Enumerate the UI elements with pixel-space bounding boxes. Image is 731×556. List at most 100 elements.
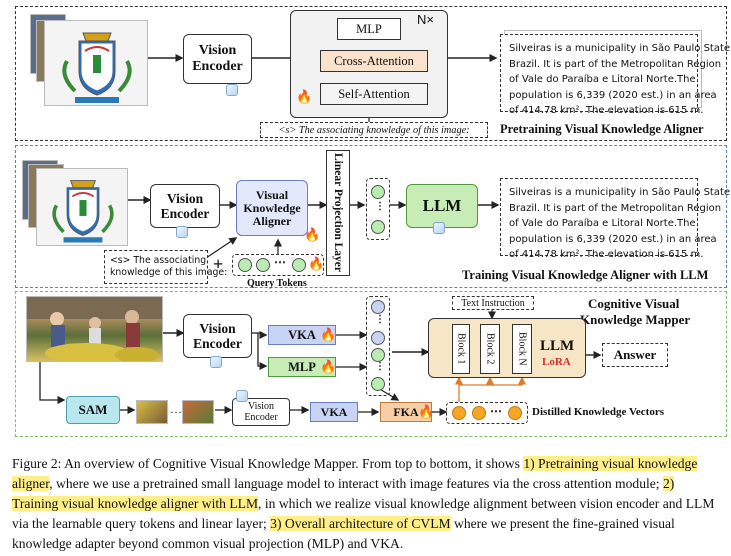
mlp-box-1: MLP <box>337 18 401 40</box>
query-tokens-group <box>232 254 324 276</box>
query-token <box>256 258 270 272</box>
figure-caption: Figure 2: An overview of Cognitive Visua… <box>12 454 722 554</box>
token-circle <box>371 185 385 199</box>
lora-label: LoRA <box>542 356 571 368</box>
knowledge-line: Silveiras is a municipality in São Paulo… <box>509 187 731 198</box>
vision-encoder-2: Vision Encoder <box>150 184 220 228</box>
block-n: Block N <box>512 324 532 374</box>
caption-text: where we present the fine-grained visual… <box>12 516 675 551</box>
panel1-title: Pretraining Visual Knowledge Aligner <box>500 122 704 136</box>
visual-token <box>371 377 385 391</box>
token-column-3 <box>366 296 390 396</box>
knowledge-line: population is 6,339 (2020 est.) in an ar… <box>509 233 717 245</box>
llm-label-3: LLM <box>540 338 575 354</box>
self-attention-box: Self-Attention <box>320 83 428 105</box>
distilled-token <box>508 406 522 420</box>
caption-text: , where we use a pretrained small langua… <box>49 476 663 491</box>
knowledge-text-box-2: Silveiras is a municipality in São Paulo… <box>500 178 731 260</box>
visual-token <box>371 348 385 362</box>
arrow-prompt-to-aligner <box>205 237 238 259</box>
answer-box: Answer <box>602 343 668 367</box>
knowledge-line: Silveiras is a municipality in São Paulo… <box>509 43 731 54</box>
query-tokens-label: Query Tokens <box>247 278 307 289</box>
frozen-icon-4 <box>210 356 222 368</box>
knowledge-line: of Vale do Paraíba e Litoral Norte.The <box>509 74 696 86</box>
linear-projection-label: Linear Projection Layer <box>332 153 344 273</box>
knowledge-line: Brazil. It is part of the Metropolitan R… <box>509 58 722 70</box>
block-n-label: Block N <box>516 332 528 366</box>
text-instruction-box: Text Instruction <box>452 296 534 310</box>
coat-of-arms-image-1 <box>44 20 148 106</box>
knowledge-line: Brazil. It is part of the Metropolitan R… <box>509 202 722 214</box>
coat-of-arms-image-2 <box>36 168 128 246</box>
block-1-label: Block 1 <box>455 333 467 365</box>
frozen-icon-1 <box>226 84 238 96</box>
flame-icon-5: 🔥 <box>320 359 337 374</box>
frozen-icon-2 <box>176 226 188 238</box>
arrow-encoder-to-vka <box>252 331 268 339</box>
knowledge-line: of Vale do Paraíba e Litoral Norte.The <box>509 218 696 230</box>
mlp-box-3: MLP <box>268 357 336 377</box>
query-token <box>238 258 252 272</box>
vka-box-2: VKA <box>310 402 358 422</box>
market-photo <box>26 296 163 362</box>
frozen-icon-3 <box>433 222 445 234</box>
distilled-ellipsis: ⋯ <box>490 404 502 418</box>
fka-box: FKA <box>380 402 432 422</box>
visual-token <box>371 331 385 345</box>
knowledge-line: of 414.78 km². The elevation is 615 m. <box>509 105 704 117</box>
query-token <box>292 258 306 272</box>
flame-icon-4: 🔥 <box>320 327 337 342</box>
knowledge-line: population is 6,339 (2020 est.) in an ar… <box>509 89 717 101</box>
flame-icon-6: 🔥 <box>418 404 435 419</box>
prompt-line: knowledge of this image: <box>110 267 228 278</box>
distilled-token <box>472 406 486 420</box>
distilled-token <box>452 406 466 420</box>
panel-training-aligner <box>15 145 727 288</box>
caption-highlight-3: 3) Overall architecture of CVLM <box>270 516 451 531</box>
arrow-encoder-to-mlp <box>257 333 268 370</box>
vka-box-1: VKA <box>268 325 336 345</box>
prompt-box-1: <s> The associating knowledge of this im… <box>260 122 488 138</box>
visual-token <box>371 300 385 314</box>
token-column-2 <box>366 178 390 240</box>
block-2: Block 2 <box>480 324 500 374</box>
prompt-box-2: <s> The associating knowledge of this im… <box>104 250 228 284</box>
query-token-ellipsis: ⋯ <box>274 255 286 269</box>
panel-cvlm-architecture <box>15 291 727 437</box>
vision-encoder-small: Vision Encoder <box>232 398 290 426</box>
block-1: Block 1 <box>452 324 470 374</box>
knowledge-text-box-1: Silveiras is a municipality in São Paulo… <box>500 34 731 116</box>
flame-icon-3: 🔥 <box>308 256 325 271</box>
panel3-title-line: Cognitive Visual <box>588 296 680 311</box>
distilled-token-group <box>446 402 528 424</box>
frozen-icon-5 <box>236 390 248 402</box>
caption-text: Figure 2: An overview of Cognitive Visua… <box>12 456 524 471</box>
token-circle <box>371 220 385 234</box>
crop-ellipsis: … <box>170 402 182 416</box>
llm-box-2: LLM <box>406 184 478 228</box>
sam-box: SAM <box>66 396 120 424</box>
vision-encoder-3: Vision Encoder <box>183 314 252 358</box>
knowledge-line: of 414.78 km². The elevation is 615 m. <box>509 249 704 261</box>
visual-knowledge-aligner: Visual Knowledge Aligner <box>236 180 308 236</box>
block-2-label: Block 2 <box>484 333 496 365</box>
panel3-title-line: Knowledge Mapper <box>580 312 691 327</box>
crop-image-2 <box>182 400 214 424</box>
panel-pretraining <box>15 6 727 141</box>
flame-icon-2: 🔥 <box>304 227 321 242</box>
token-ellipsis: ⋮ <box>375 361 385 372</box>
plus-sign: + <box>213 254 224 274</box>
flame-icon-1: 🔥 <box>296 89 313 104</box>
caption-text: , in which we realize visual knowledge a… <box>12 496 715 531</box>
n-times-label: N× <box>417 12 434 27</box>
token-ellipsis: ⋮ <box>375 201 385 212</box>
crop-image-1 <box>136 400 168 424</box>
linear-projection-layer: Linear Projection Layer <box>326 150 350 276</box>
token-ellipsis: ⋮ <box>375 314 385 325</box>
vision-encoder-1: Vision Encoder <box>183 34 252 84</box>
prompt-line: <s> The associating <box>110 255 207 266</box>
cross-attention-box: Cross-Attention <box>320 50 428 72</box>
arrow-image-to-sam <box>39 362 66 404</box>
